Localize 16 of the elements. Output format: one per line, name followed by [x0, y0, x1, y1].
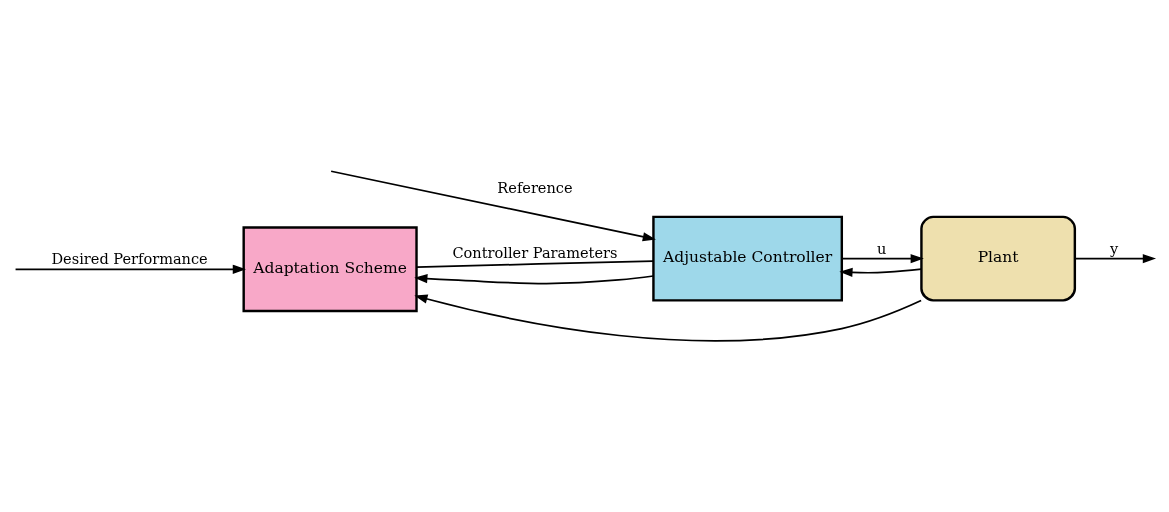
arrow — [1074, 254, 1157, 264]
arrow — [841, 254, 924, 264]
node-box: Plant — [920, 215, 1077, 302]
node-box: Adaptation Scheme — [242, 226, 418, 313]
edge-label: u — [876, 239, 887, 257]
edge-label: Desired Performance — [51, 250, 208, 268]
arrow — [414, 274, 655, 285]
arrow — [839, 267, 923, 278]
edge-label: Reference — [497, 178, 573, 196]
edge-label: Controller Parameters — [452, 243, 618, 261]
arrow — [330, 170, 656, 242]
node-box: Adjustable Controller — [652, 215, 844, 302]
arrow — [14, 264, 246, 274]
connector — [415, 260, 655, 268]
edge-label: y — [1110, 239, 1119, 257]
arrow — [414, 294, 922, 342]
